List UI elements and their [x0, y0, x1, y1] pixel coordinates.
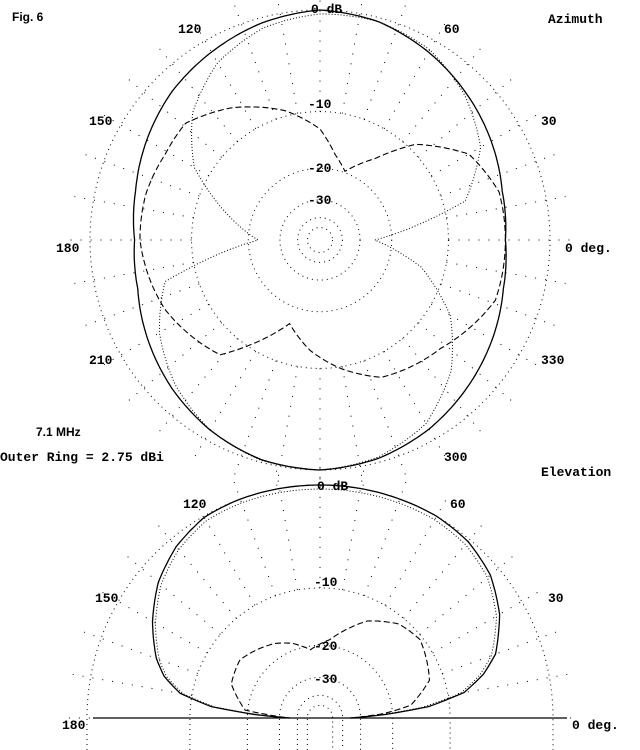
- az-angle-label-150: 150: [89, 114, 113, 129]
- az-grid-spoke: [82, 283, 200, 328]
- az-grid-ring: [191, 111, 449, 369]
- az-grid-spoke: [363, 2, 408, 120]
- az-grid-ring: [247, 167, 393, 313]
- az-grid-spoke: [125, 322, 222, 404]
- az-grid-spoke: [341, 0, 363, 114]
- az-angle-label-30: 30: [541, 114, 557, 129]
- az-grid-spoke: [402, 338, 484, 435]
- azimuth-traces: [132, 9, 507, 471]
- az-grid-spoke: [446, 261, 570, 285]
- az-angle-label-300: 300: [444, 450, 468, 465]
- el-ring-label-20: -20: [314, 639, 338, 654]
- az-grid-spoke: [125, 76, 222, 158]
- az-grid-spoke: [156, 45, 238, 142]
- az-grid-ring: [297, 217, 343, 263]
- el-angle-label-120: 120: [183, 497, 207, 512]
- az-ring-label-10: -10: [308, 97, 332, 112]
- figure-label: Fig. 6: [12, 10, 44, 24]
- az-angle-label-120: 120: [178, 22, 202, 37]
- az-grid-spoke: [446, 195, 570, 219]
- az-grid-spoke: [275, 366, 299, 490]
- az-ring-label-0db: 0 dB: [311, 2, 342, 17]
- az-grid-spoke: [70, 261, 194, 285]
- az-grid-ring: [89, 9, 551, 471]
- az-grid-spoke: [430, 303, 540, 367]
- az-grid-spoke: [82, 152, 200, 197]
- outer-ring-label: Outer Ring = 2.75 dBi: [0, 450, 164, 465]
- az-trace-solid: [132, 9, 507, 471]
- az-grid-spoke: [418, 76, 515, 158]
- frequency-label: 7.1 MHz: [36, 425, 81, 439]
- el-grid-ring: [246, 645, 394, 750]
- el-angle-label-30: 30: [548, 591, 564, 606]
- az-trace-dashed: [139, 106, 506, 378]
- az-angle-label-210: 210: [89, 353, 113, 368]
- az-trace-dotted: [158, 13, 482, 471]
- az-angle-label-60: 60: [444, 22, 460, 37]
- az-grid-spoke: [232, 2, 277, 120]
- az-grid-ring: [279, 199, 361, 281]
- az-grid-spoke: [193, 20, 257, 130]
- az-grid-spoke: [402, 45, 484, 142]
- az-grid-spoke: [418, 322, 515, 404]
- az-angle-label-0: 0 deg.: [565, 241, 612, 256]
- el-trace-dashed: [230, 620, 431, 719]
- el-trace-solid: [151, 484, 501, 719]
- el-grid-ring: [278, 677, 362, 750]
- az-grid-spoke: [440, 283, 558, 328]
- azimuth-title: Azimuth: [548, 12, 603, 27]
- az-ring-label-30: -30: [308, 193, 332, 208]
- az-grid-spoke: [100, 303, 210, 367]
- az-angle-label-180: 180: [56, 241, 80, 256]
- el-angle-label-180: 180: [62, 718, 86, 733]
- az-grid-spoke: [430, 113, 540, 177]
- el-ring-label-0db: 0 dB: [317, 479, 348, 494]
- az-angle-label-330: 330: [541, 353, 565, 368]
- az-grid-spoke: [341, 366, 365, 490]
- el-trace-dotted: [154, 488, 498, 719]
- el-ring-label-30: -30: [314, 672, 338, 687]
- az-grid-spoke: [363, 360, 408, 478]
- el-angle-label-150: 150: [95, 591, 119, 606]
- az-grid-spoke: [232, 360, 277, 478]
- az-grid-spoke: [100, 113, 210, 177]
- az-grid-spoke: [277, 0, 299, 114]
- az-grid-spoke: [383, 20, 447, 130]
- elevation-grid: [63, 461, 577, 750]
- az-grid-spoke: [383, 350, 447, 460]
- az-grid-spoke: [70, 195, 194, 219]
- az-grid-ring: [307, 227, 333, 253]
- elevation-traces: [151, 484, 501, 719]
- az-grid-spoke: [193, 350, 257, 460]
- az-ring-label-20: -20: [308, 161, 332, 176]
- el-angle-label-60: 60: [450, 497, 466, 512]
- az-grid-spoke: [440, 152, 558, 197]
- elevation-title: Elevation: [541, 465, 611, 480]
- el-ring-label-10: -10: [314, 575, 338, 590]
- el-angle-label-0: 0 deg.: [572, 718, 619, 733]
